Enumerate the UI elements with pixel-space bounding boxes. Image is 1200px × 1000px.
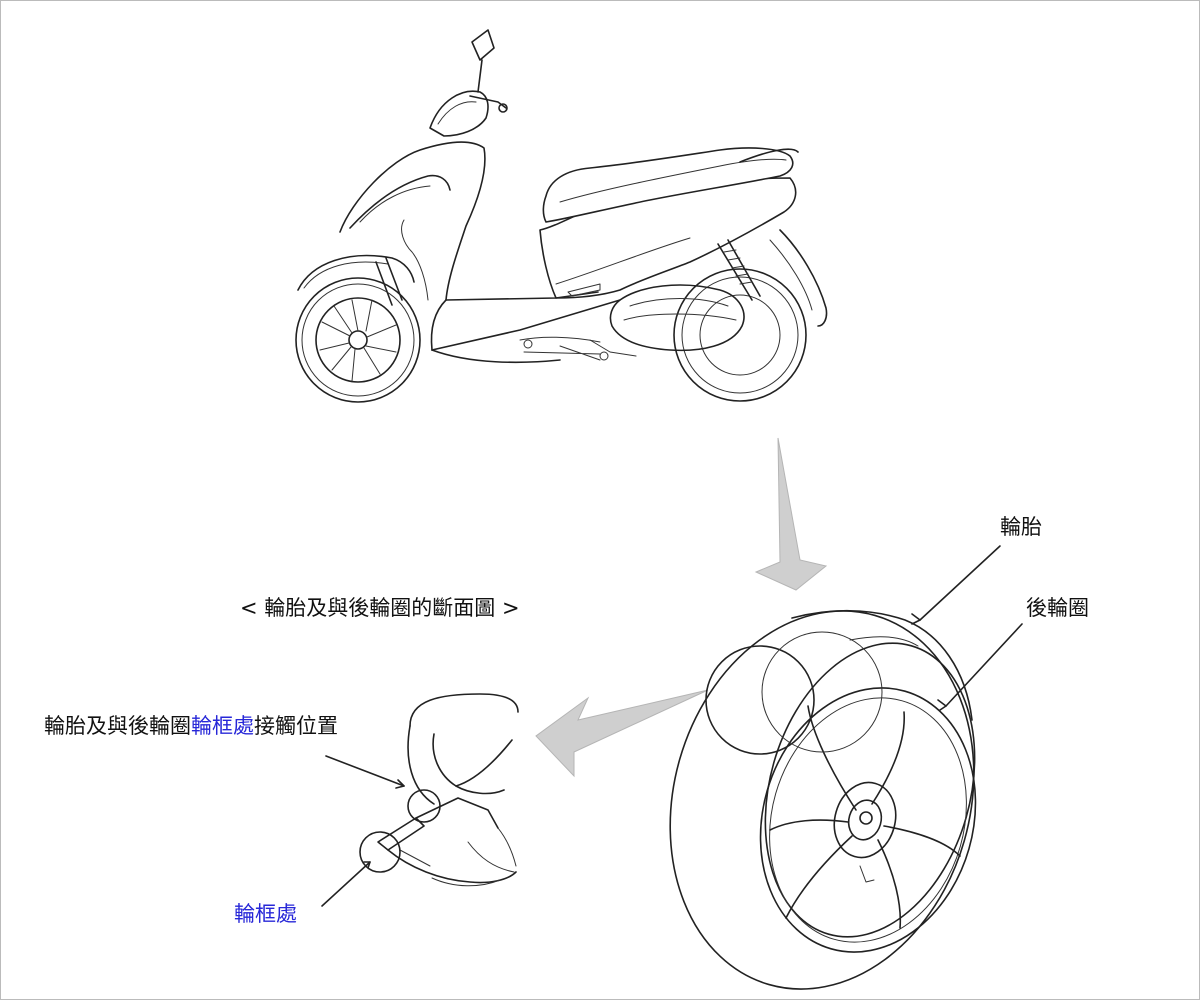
engine-cover (609, 284, 745, 352)
contact-suffix: 接觸位置 (254, 714, 338, 738)
section-title: < 輪胎及與後輪圈的斷面圖 > (240, 596, 520, 620)
rear-wheel-closeup (669, 609, 977, 990)
scooter-illustration (295, 29, 828, 403)
cross-section-diagram (321, 693, 519, 907)
rear-rim-label: 後輪圈 (1026, 596, 1089, 620)
front-shield (339, 141, 486, 301)
seat (542, 147, 794, 223)
down-arrow (754, 437, 828, 591)
rear-shock (717, 239, 761, 301)
floorboard (445, 291, 599, 301)
rear-fender (779, 229, 828, 327)
headlight (429, 90, 489, 137)
rim-label-leader-line (945, 623, 1023, 707)
left-arrow (535, 689, 709, 778)
contact-leader-line (325, 755, 405, 787)
rim-point-label: 輪框處 (234, 902, 297, 926)
mirror-stem (477, 59, 483, 93)
contact-prefix: 輪胎及與後輪圈 (44, 714, 191, 738)
front-fender (297, 254, 415, 291)
front-wheel (295, 277, 421, 403)
rear-wheel (673, 268, 807, 402)
contact-position-label: 輪胎及與後輪圈輪框處接觸位置 (44, 716, 338, 737)
tire-label: 輪胎 (1000, 515, 1042, 539)
contact-highlight: 輪框處 (191, 714, 254, 738)
tire-leader-line (919, 545, 1001, 621)
rim-leader-line (321, 861, 371, 907)
mirror (471, 29, 495, 61)
